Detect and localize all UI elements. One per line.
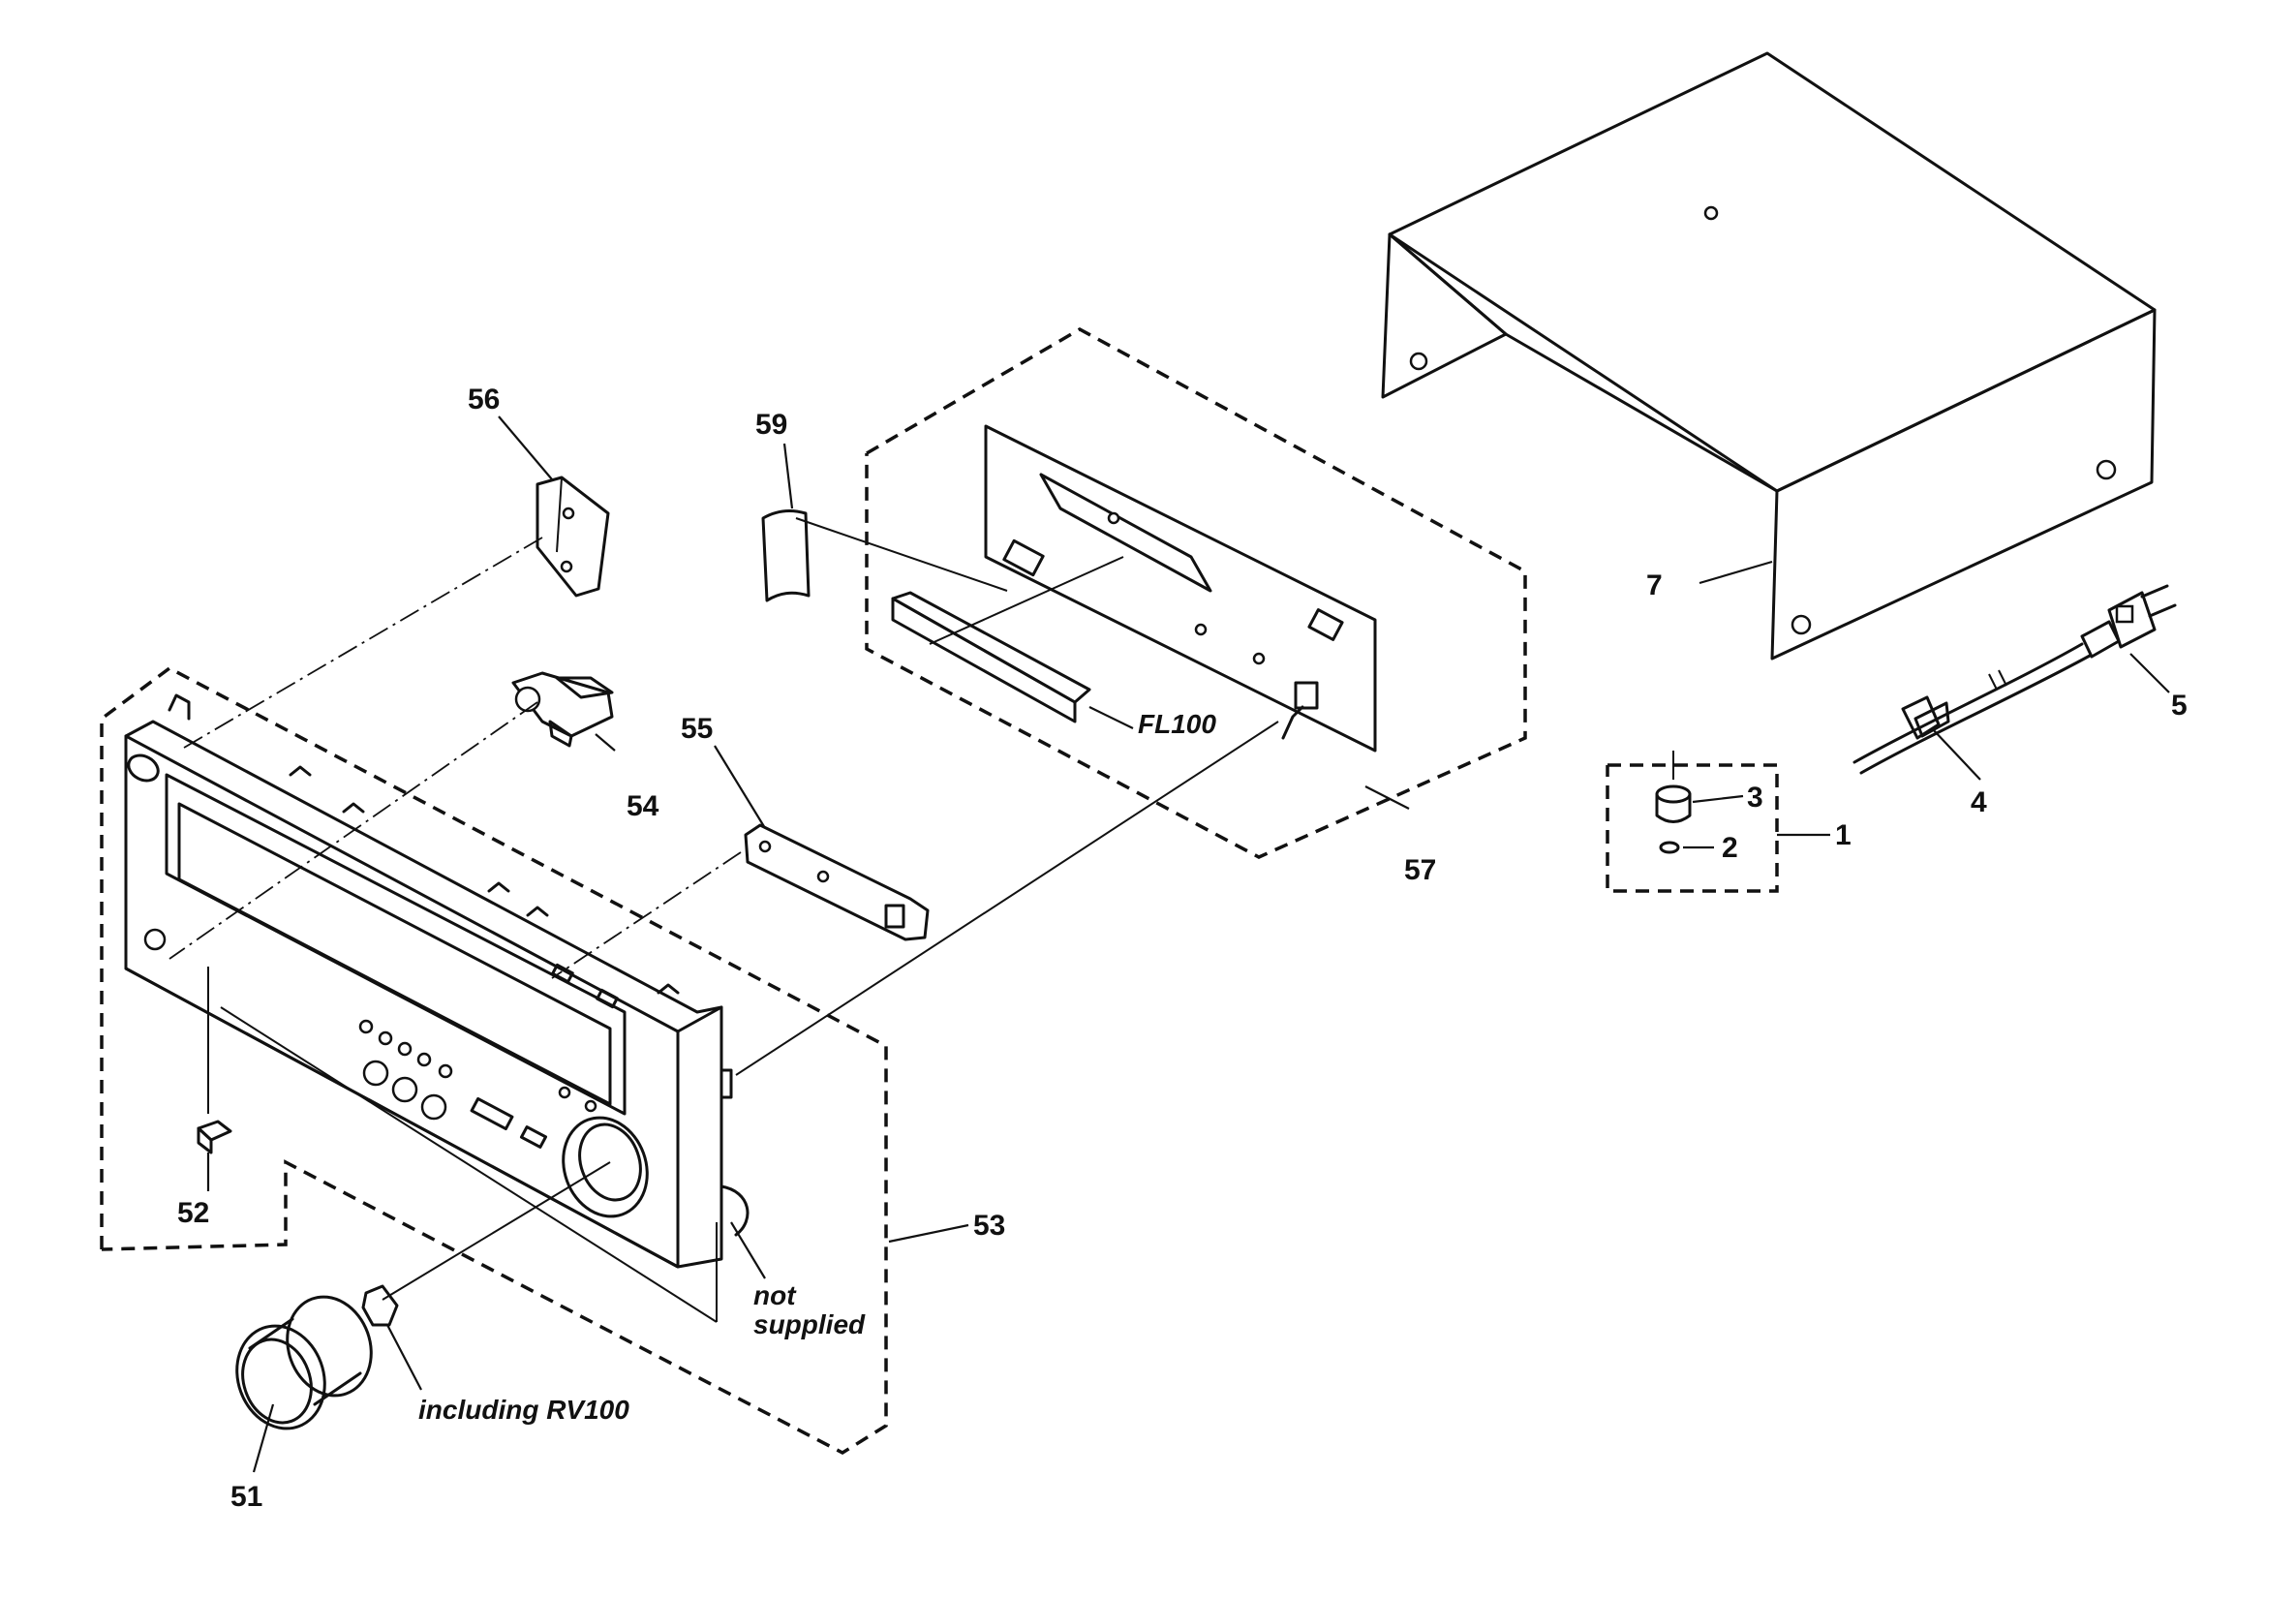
callout-53: 53 (973, 1210, 1005, 1242)
screw-hole-icon (2096, 459, 2117, 480)
label-supplied: supplied (753, 1309, 866, 1339)
volume-knob-part-51 (235, 1284, 399, 1430)
callout-55: 55 (681, 713, 713, 745)
alignment-lines (168, 517, 1279, 1323)
foot-pad-part-52 (197, 1120, 232, 1154)
power-cord-part-5 (1852, 584, 2177, 775)
label-not: not (753, 1280, 797, 1310)
callout-1: 1 (1835, 819, 1852, 851)
label-fl100: FL100 (1138, 709, 1216, 739)
flat-cable-part-59 (761, 509, 811, 602)
screw-hole-icon (1409, 352, 1428, 371)
switch-board-part-55 (744, 823, 930, 941)
callout-7: 7 (1646, 569, 1663, 601)
display-pcb-part-57 (865, 326, 1527, 859)
callout-52: 52 (177, 1197, 209, 1229)
callout-57: 57 (1404, 854, 1436, 886)
callout-2: 2 (1722, 832, 1738, 864)
screw-hole-icon (1791, 614, 1812, 635)
top-cover-part-7 (1381, 51, 2157, 661)
callout-59: 59 (755, 409, 787, 441)
screw-hole-icon (1703, 205, 1719, 221)
callout-56: 56 (468, 384, 500, 415)
front-panel-part-53 (100, 665, 888, 1456)
label-including-rv100: including RV100 (418, 1395, 629, 1425)
leader-lines (206, 415, 2170, 1473)
callout-51: 51 (230, 1481, 262, 1513)
foot-assembly-part-1 (1606, 751, 1779, 893)
callout-5: 5 (2171, 690, 2188, 722)
callout-3: 3 (1747, 782, 1763, 814)
callout-4: 4 (1971, 786, 1987, 818)
fluorescent-display-fl100 (891, 591, 1134, 729)
cord-bushing-part-4 (1901, 669, 2007, 740)
callout-54: 54 (627, 790, 659, 822)
bracket-part-56 (536, 476, 610, 598)
